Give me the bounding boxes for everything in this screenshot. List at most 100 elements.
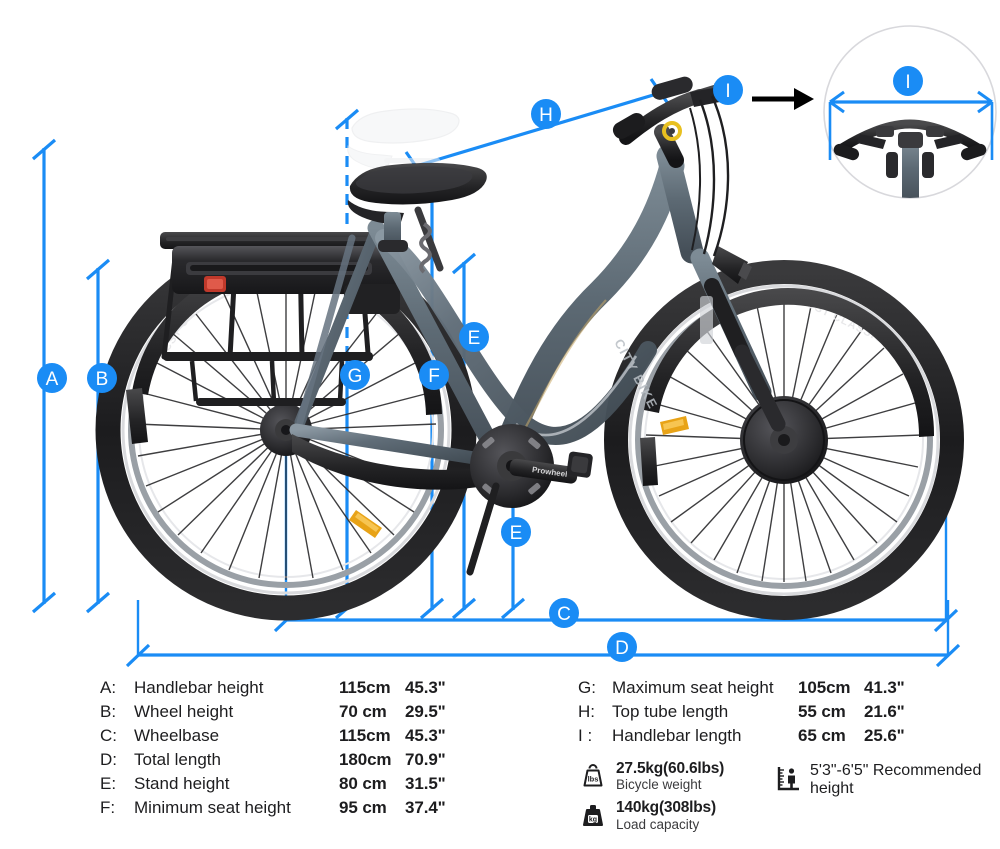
svg-text:C: C bbox=[557, 604, 571, 625]
badge-c: C bbox=[549, 598, 579, 628]
badge-e-lower: E bbox=[501, 517, 531, 547]
spec-label-d: Total length bbox=[134, 750, 221, 769]
spec-metric-b: 70 cm bbox=[339, 702, 387, 721]
headset-ring bbox=[662, 121, 682, 141]
load-capacity-value: 140kg(308lbs) bbox=[616, 799, 716, 817]
badge-i-inset: I bbox=[893, 66, 923, 96]
spec-column-right: G: Maximum seat height 105cm 41.3" H: To… bbox=[578, 678, 998, 832]
spec-row-f: F: Minimum seat height 95 cm 37.4" bbox=[100, 798, 540, 822]
spec-metric-a: 115cm bbox=[339, 678, 391, 697]
bicycle-weight-value: 27.5kg(60.6lbs) bbox=[616, 760, 725, 777]
svg-text:D: D bbox=[615, 638, 629, 659]
spec-metric-e: 80 cm bbox=[339, 774, 387, 793]
spec-row-a: A: Handlebar height 115cm 45.3" bbox=[100, 678, 540, 702]
bicycle-weight-caption: Bicycle weight bbox=[616, 777, 702, 793]
spec-label-e: Stand height bbox=[134, 774, 230, 793]
recommended-height-spec: 5'3"-6'5" Recommended height bbox=[776, 762, 998, 798]
front-wheel: CST CLASSIC GT® bbox=[604, 260, 964, 620]
handlebar-inset-panel bbox=[823, 25, 997, 199]
recommended-height-value: 5'3"-6'5" bbox=[810, 762, 869, 779]
spec-key-h: H: bbox=[578, 702, 595, 721]
spec-key-e: E: bbox=[100, 774, 117, 793]
rear-light bbox=[204, 276, 226, 292]
chain-drive: Prowheel bbox=[292, 424, 593, 508]
seat-post bbox=[384, 212, 401, 246]
spec-imperial-i: 25.6" bbox=[864, 726, 905, 745]
spec-key-f: F: bbox=[100, 798, 116, 817]
spec-imperial-c: 45.3" bbox=[405, 726, 446, 745]
svg-text:E: E bbox=[468, 328, 481, 349]
svg-text:H: H bbox=[539, 105, 553, 126]
saddle bbox=[347, 162, 487, 274]
bicycle-weight-spec: lbs 27.5kg(60.6lbs) Bicycle weight bbox=[578, 760, 998, 792]
load-capacity-spec: kg 140kg(308lbs) Load capacity bbox=[578, 799, 998, 832]
ghost-saddle bbox=[347, 108, 460, 171]
front-spoke-reflector bbox=[660, 416, 689, 435]
spec-metric-g: 105cm bbox=[798, 678, 851, 697]
spec-imperial-e: 31.5" bbox=[405, 774, 446, 793]
spec-column-left: A: Handlebar height 115cm 45.3" B: Wheel… bbox=[100, 678, 540, 822]
spec-key-i: I : bbox=[578, 726, 593, 745]
spec-key-c: C: bbox=[100, 726, 117, 745]
crank-arm bbox=[509, 458, 578, 484]
badge-h: H bbox=[531, 99, 561, 129]
svg-text:B: B bbox=[96, 369, 109, 390]
spec-imperial-g: 41.3" bbox=[864, 678, 905, 697]
weight-specs: lbs 27.5kg(60.6lbs) Bicycle weight bbox=[578, 760, 998, 839]
rear-rack-battery bbox=[160, 232, 400, 406]
inset-callout-arrow bbox=[752, 88, 814, 110]
inset-grip-right bbox=[960, 143, 987, 161]
svg-text:E: E bbox=[510, 523, 523, 544]
kickstand bbox=[466, 482, 500, 576]
svg-text:G: G bbox=[348, 366, 363, 387]
badge-g: G bbox=[340, 360, 370, 390]
spec-key-b: B: bbox=[100, 702, 117, 721]
spec-label-g: Maximum seat height bbox=[612, 678, 774, 697]
spec-label-c: Wheelbase bbox=[134, 726, 220, 745]
spec-row-b: B: Wheel height 70 cm 29.5" bbox=[100, 702, 540, 726]
chain-guard bbox=[292, 434, 512, 490]
recommended-height-line1: Recommended bbox=[872, 762, 982, 779]
badge-f: F bbox=[419, 360, 449, 390]
pedal bbox=[566, 451, 593, 478]
load-capacity-caption: Load capacity bbox=[616, 816, 700, 832]
front-fender bbox=[640, 288, 935, 486]
spec-label-b: Wheel height bbox=[134, 702, 234, 721]
spec-key-a: A: bbox=[100, 678, 117, 697]
handlebar-grip-right bbox=[651, 76, 693, 100]
bicycle-frame: CITY BIKE bbox=[289, 144, 704, 473]
svg-text:I: I bbox=[725, 81, 730, 102]
spec-label-a: Handlebar height bbox=[134, 678, 264, 697]
weight-lbs-icon: lbs bbox=[578, 761, 608, 791]
spec-label-i: Handlebar length bbox=[612, 726, 742, 745]
rider-height-icon bbox=[776, 763, 802, 793]
recommended-height-line2: height bbox=[810, 780, 854, 797]
spec-row-e: E: Stand height 80 cm 31.5" bbox=[100, 774, 540, 798]
spec-row-h: H: Top tube length 55 cm 21.6" bbox=[578, 702, 998, 726]
front-fork bbox=[690, 246, 786, 432]
spec-row-d: D: Total length 180cm 70.9" bbox=[100, 750, 540, 774]
spec-metric-d: 180cm bbox=[339, 750, 392, 769]
badge-i-main: I bbox=[713, 75, 743, 105]
spec-metric-h: 55 cm bbox=[798, 702, 846, 721]
svg-text:A: A bbox=[46, 369, 59, 390]
specifications-table: A: Handlebar height 115cm 45.3" B: Wheel… bbox=[0, 678, 1000, 849]
spec-key-d: D: bbox=[100, 750, 117, 769]
dimension-line-d bbox=[125, 600, 961, 668]
spec-metric-f: 95 cm bbox=[339, 798, 387, 817]
inset-grip-left bbox=[833, 143, 860, 161]
badge-b: B bbox=[87, 363, 117, 393]
bicycle-illustration: CST CLASSIC bbox=[95, 76, 964, 621]
spec-row-i: I : Handlebar length 65 cm 25.6" bbox=[578, 726, 998, 750]
dimension-badges: A B G F E E C D H I I bbox=[37, 66, 923, 662]
spec-row-g: G: Maximum seat height 105cm 41.3" bbox=[578, 678, 998, 702]
svg-text:lbs: lbs bbox=[588, 775, 599, 784]
spec-label-h: Top tube length bbox=[612, 702, 729, 721]
weight-kg-icon: kg bbox=[578, 800, 608, 830]
badge-a: A bbox=[37, 363, 67, 393]
svg-text:F: F bbox=[428, 366, 440, 387]
badge-e-upper: E bbox=[459, 322, 489, 352]
spec-row-c: C: Wheelbase 115cm 45.3" bbox=[100, 726, 540, 750]
